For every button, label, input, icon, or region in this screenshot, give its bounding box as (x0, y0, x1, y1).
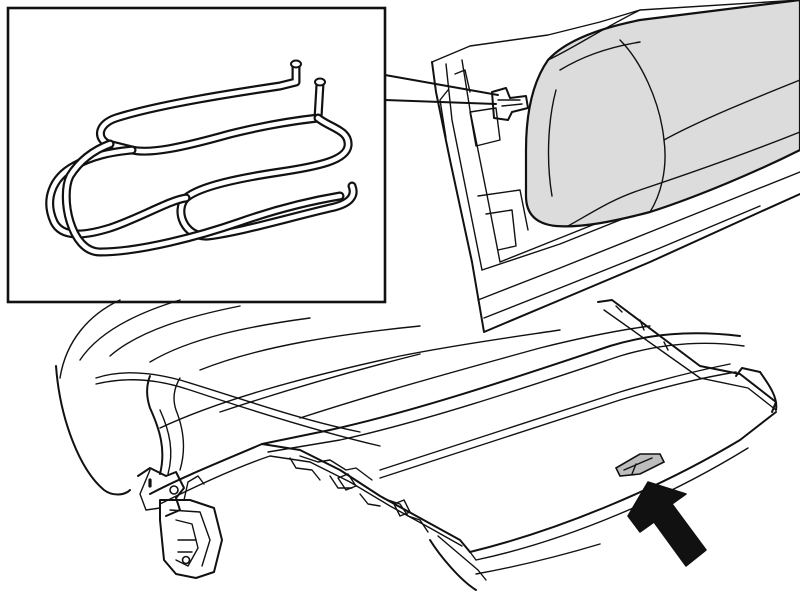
inset-panel (6, 6, 387, 304)
leader-line-lower (384, 99, 497, 105)
convertible-top-frame (55, 299, 778, 591)
rail-clip (614, 453, 666, 477)
wire-spring-clip (45, 59, 358, 257)
hinge-latch (137, 375, 223, 579)
headrest-detail (384, 0, 800, 333)
wire-clip-icon (491, 87, 529, 121)
leader-line-upper (384, 74, 499, 96)
arrow-icon (627, 481, 707, 567)
headrest (524, 0, 800, 228)
